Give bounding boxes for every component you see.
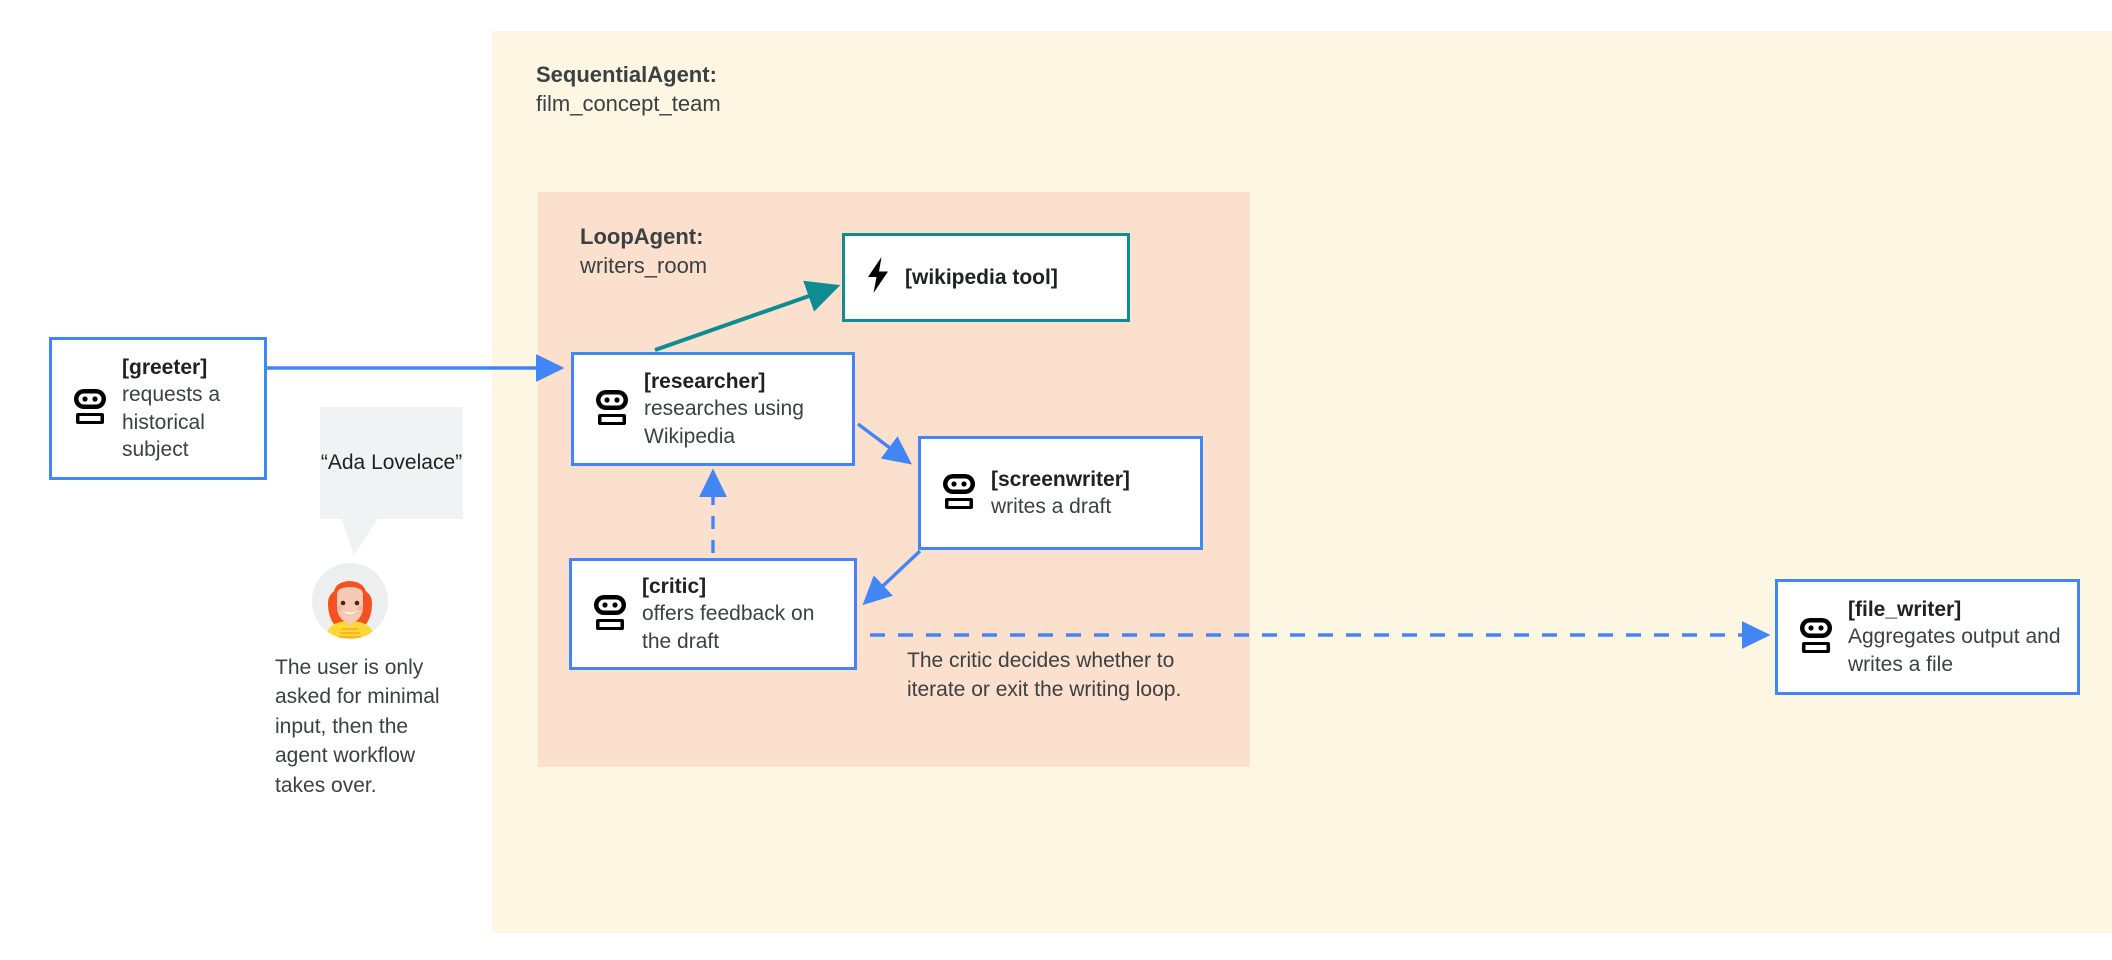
node-researcher-description: researches using Wikipedia bbox=[644, 397, 804, 448]
speech-bubble-text: “Ada Lovelace” bbox=[320, 451, 463, 475]
node-critic-description: offers feedback on the draft bbox=[642, 602, 815, 653]
node-screenwriter-name: [screenwriter] bbox=[991, 467, 1130, 491]
speech-bubble-tail bbox=[341, 518, 378, 555]
node-critic-name: [critic] bbox=[642, 575, 707, 599]
node-file-writer-name: [file_writer] bbox=[1848, 598, 1962, 622]
robot-icon bbox=[941, 472, 977, 515]
node-file-writer[interactable]: [file_writer] Aggregates output and writ… bbox=[1775, 579, 2080, 695]
node-file-writer-text: [file_writer] Aggregates output and writ… bbox=[1848, 596, 2065, 678]
robot-icon bbox=[594, 388, 630, 431]
node-researcher-name: [researcher] bbox=[644, 370, 766, 394]
node-file-writer-description: Aggregates output and writes a file bbox=[1848, 625, 2061, 676]
sequential-agent-type: SequentialAgent: bbox=[536, 62, 717, 87]
robot-icon bbox=[72, 387, 108, 430]
sequential-agent-label: SequentialAgent: film_concept_team bbox=[536, 60, 721, 118]
node-screenwriter[interactable]: [screenwriter] writes a draft bbox=[918, 436, 1203, 550]
loop-agent-type: LoopAgent: bbox=[580, 224, 704, 249]
node-greeter-description: requests a historical subject bbox=[122, 383, 221, 461]
node-greeter-text: [greeter] requests a historical subject bbox=[122, 354, 252, 463]
avatar bbox=[312, 563, 388, 639]
robot-icon bbox=[1798, 616, 1834, 659]
node-critic-text: [critic] offers feedback on the draft bbox=[642, 573, 842, 655]
robot-icon bbox=[592, 593, 628, 636]
node-researcher-text: [researcher] researches using Wikipedia bbox=[644, 368, 840, 450]
loop-agent-name: writers_room bbox=[580, 253, 708, 279]
loop-decision-note: The critic decides whether to iterate or… bbox=[907, 649, 1182, 701]
node-greeter-name: [greeter] bbox=[122, 355, 208, 379]
node-wikipedia-tool-name: [wikipedia tool] bbox=[905, 265, 1058, 289]
node-wikipedia-tool[interactable]: [wikipedia tool] bbox=[842, 233, 1130, 322]
user-caption: The user is only asked for minimal input… bbox=[275, 656, 440, 797]
node-greeter[interactable]: [greeter] requests a historical subject bbox=[49, 337, 267, 480]
avatar-illustration bbox=[312, 563, 388, 639]
node-screenwriter-description: writes a draft bbox=[991, 495, 1112, 518]
speech-bubble: “Ada Lovelace” bbox=[320, 407, 463, 519]
node-wikipedia-tool-text: [wikipedia tool] bbox=[905, 264, 1058, 291]
node-critic[interactable]: [critic] offers feedback on the draft bbox=[569, 558, 857, 670]
lightning-bolt-icon bbox=[865, 256, 891, 299]
node-screenwriter-text: [screenwriter] writes a draft bbox=[991, 466, 1130, 521]
loop-agent-label: LoopAgent: writers_room bbox=[580, 222, 707, 280]
node-researcher[interactable]: [researcher] researches using Wikipedia bbox=[571, 352, 855, 466]
sequential-agent-name: film_concept_team bbox=[536, 91, 721, 117]
